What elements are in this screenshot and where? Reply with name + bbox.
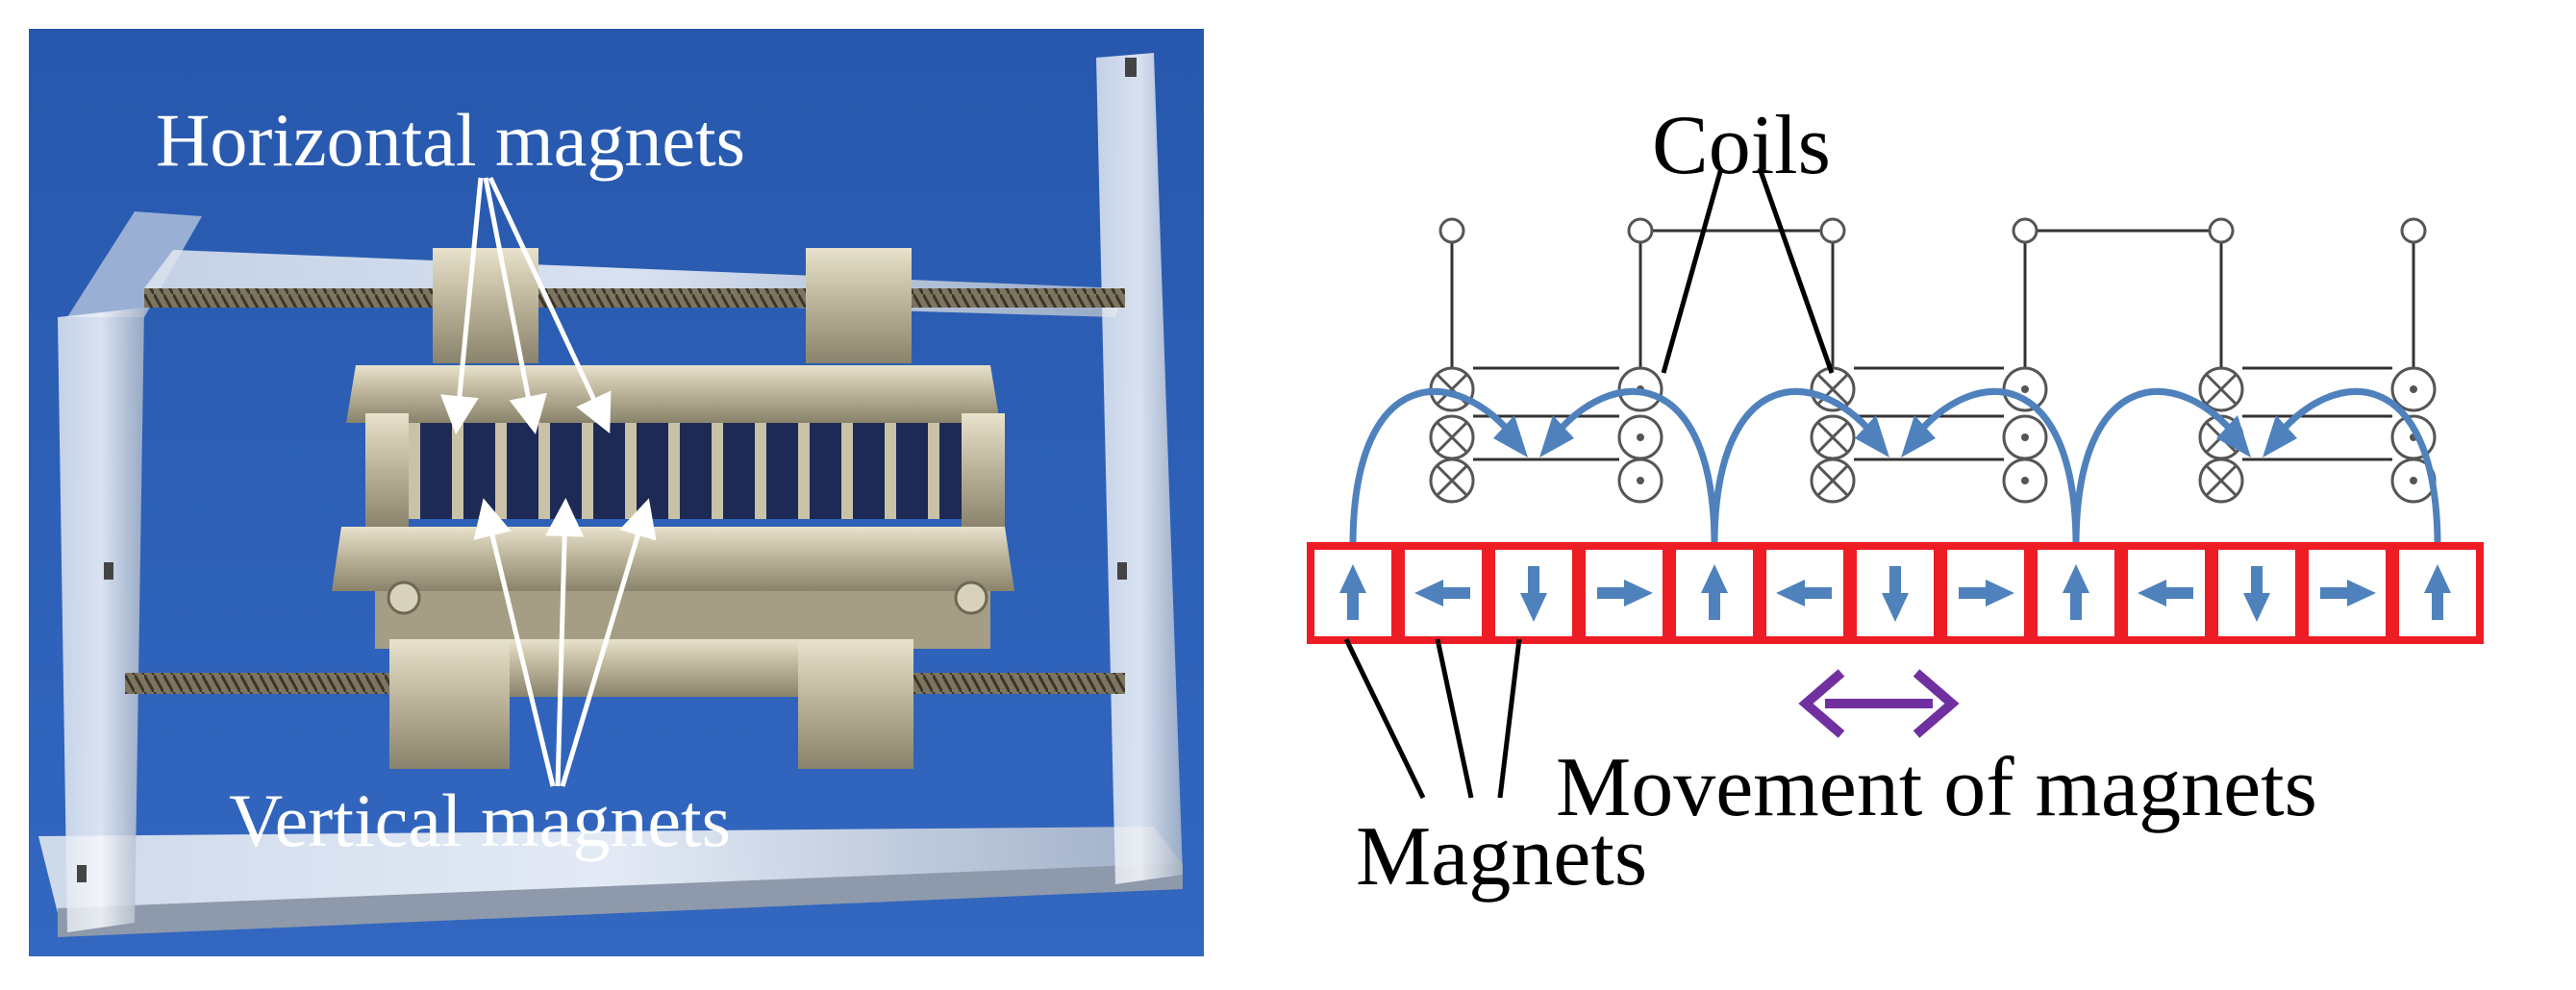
field-line-group xyxy=(1349,387,1718,547)
end-block xyxy=(798,639,913,769)
coil-group xyxy=(1429,217,2437,504)
coils-callout-lines xyxy=(1661,167,1835,374)
coil-terminal xyxy=(2400,217,2427,244)
movement-double-arrow xyxy=(1798,669,1960,738)
magnet-direction-arrow-up xyxy=(2063,564,2089,620)
callout-arrows-horizontal xyxy=(439,176,612,434)
coil-dot-symbol xyxy=(2002,366,2048,412)
magnets-callout-lines xyxy=(1343,637,1522,800)
magnet-cell xyxy=(1397,542,1489,644)
field-lines xyxy=(1349,387,2441,547)
magnet-cell xyxy=(2301,542,2393,644)
threaded-rod-top xyxy=(144,288,1125,308)
label-coils: Coils xyxy=(1652,99,1831,192)
label-movement-of-magnets: Movement of magnets xyxy=(1556,741,2317,834)
magnet-direction-arrow-down xyxy=(1882,566,1909,622)
magnet-direction-arrow-left xyxy=(2138,580,2193,606)
magnet-direction-arrow-down xyxy=(1520,566,1547,622)
magnet-cell xyxy=(1668,542,1761,644)
magnet-cell xyxy=(1307,542,1399,644)
magnet-direction-arrow-right xyxy=(1597,580,1653,606)
coil-terminal xyxy=(1438,217,1465,244)
coil-cross-symbol xyxy=(2198,366,2244,412)
carriage-plate-top xyxy=(346,365,1000,423)
base-block xyxy=(510,639,798,697)
coil-dot-symbol xyxy=(1617,458,1663,504)
end-block xyxy=(433,248,538,363)
label-horizontal-magnets: Horizontal magnets xyxy=(156,98,745,182)
coil-cross-symbol xyxy=(1429,414,1475,460)
coil-terminal xyxy=(1819,217,1846,244)
coil-terminal xyxy=(2012,217,2038,244)
magnet-cell xyxy=(2391,542,2484,644)
magnet-array-photo xyxy=(365,413,1005,529)
coil-dot-symbol xyxy=(2390,366,2437,412)
magnet-cell xyxy=(2211,542,2303,644)
end-block xyxy=(806,248,912,363)
coil-wiring xyxy=(1450,229,2415,461)
field-line-group xyxy=(1711,387,2080,547)
magnet-cell xyxy=(1849,542,1941,644)
coil-cross-symbol xyxy=(1429,458,1475,504)
coil-cross-symbol xyxy=(2198,458,2244,504)
diagram-panel: Coils Magnets Movement of magnets xyxy=(1307,99,2484,903)
screw xyxy=(954,581,988,615)
magnet-direction-arrow-right xyxy=(2320,580,2376,606)
magnet-direction-arrow-up xyxy=(1339,564,1366,620)
magnet-cell xyxy=(2030,542,2122,644)
coil-terminal xyxy=(1627,217,1654,244)
magnet-array xyxy=(1307,542,2484,644)
callout-arrows-vertical xyxy=(473,498,657,787)
coil-terminal xyxy=(2208,217,2235,244)
magnet-direction-arrow-left xyxy=(1776,580,1832,606)
magnet-direction-arrow-right xyxy=(1959,580,2014,606)
field-line-group xyxy=(2072,387,2441,547)
coil-dot-symbol xyxy=(2002,458,2048,504)
carriage-plate-bottom xyxy=(332,527,1014,591)
label-magnets: Magnets xyxy=(1356,810,1647,903)
magnet-direction-arrow-down xyxy=(2243,566,2270,622)
magnet-direction-arrow-up xyxy=(2424,564,2451,620)
coil-dot-symbol xyxy=(1617,414,1663,460)
magnet-cell xyxy=(1759,542,1851,644)
end-block xyxy=(389,639,510,769)
magnet-direction-arrow-left xyxy=(1414,580,1470,606)
coil-cross-symbol xyxy=(1810,458,1856,504)
coil-cross-symbol xyxy=(1810,414,1856,460)
magnet-cell xyxy=(1939,542,2032,644)
magnet-cell xyxy=(1488,542,1580,644)
magnet-direction-arrow-up xyxy=(1701,564,1728,620)
magnet-cell xyxy=(2120,542,2213,644)
photo-panel: Horizontal magnets Vertical magnets xyxy=(29,29,1204,956)
label-vertical-magnets: Vertical magnets xyxy=(229,779,731,862)
magnet-cell xyxy=(1578,542,1670,644)
coil-dot-symbol xyxy=(2002,414,2048,460)
screw xyxy=(387,581,421,615)
